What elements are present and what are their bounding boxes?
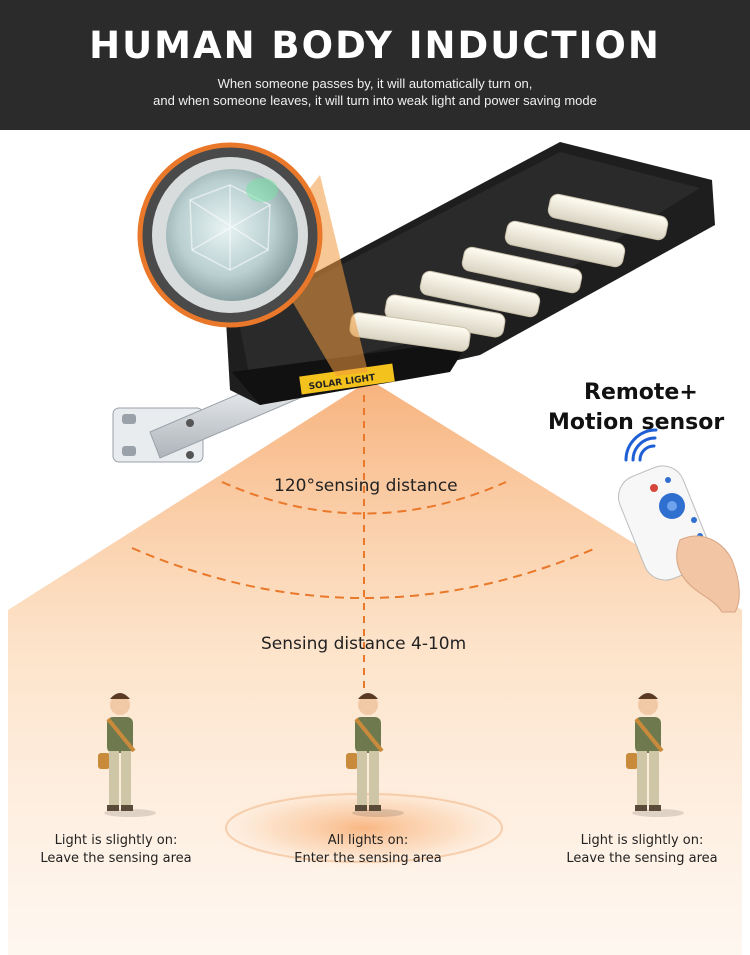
subtitle-line1: When someone passes by, it will automati… <box>217 76 533 91</box>
remote-label-line1: Remote+ <box>584 380 698 405</box>
hand <box>676 535 740 613</box>
sensing-arc-outer <box>131 547 597 599</box>
page-title: HUMAN BODY INDUCTION <box>89 24 661 67</box>
state-center-line2: Enter the sensing area <box>294 851 442 866</box>
sensing-angle-label: 120°sensing distance <box>274 476 458 496</box>
state-center-line1: All lights on: <box>327 833 409 848</box>
person-left <box>98 693 156 817</box>
state-left-line2: Leave the sensing area <box>40 851 192 866</box>
led-panels <box>349 193 669 352</box>
state-caption-left: Light is slightly on: Leave the sensing … <box>6 832 226 868</box>
light-cone <box>8 380 742 955</box>
pir-sensor-lens <box>166 169 298 301</box>
person-right <box>626 693 684 817</box>
remote-signal-icon <box>624 428 658 462</box>
subtitle-line2: and when someone leaves, it will turn in… <box>153 93 597 108</box>
state-right-line1: Light is slightly on: <box>580 833 704 848</box>
remote-label-line2: Motion sensor <box>548 410 725 435</box>
state-caption-center: All lights on: Enter the sensing area <box>258 832 478 868</box>
remote-motion-label: Remote+ Motion sensor <box>548 378 738 438</box>
state-caption-right: Light is slightly on: Leave the sensing … <box>532 832 750 868</box>
person-center <box>346 693 404 817</box>
floor-glow <box>214 786 514 870</box>
state-right-line2: Leave the sensing area <box>566 851 718 866</box>
state-left-line1: Light is slightly on: <box>54 833 178 848</box>
header-banner: HUMAN BODY INDUCTION When someone passes… <box>0 0 750 130</box>
sensing-range-label: Sensing distance 4-10m <box>261 634 467 654</box>
